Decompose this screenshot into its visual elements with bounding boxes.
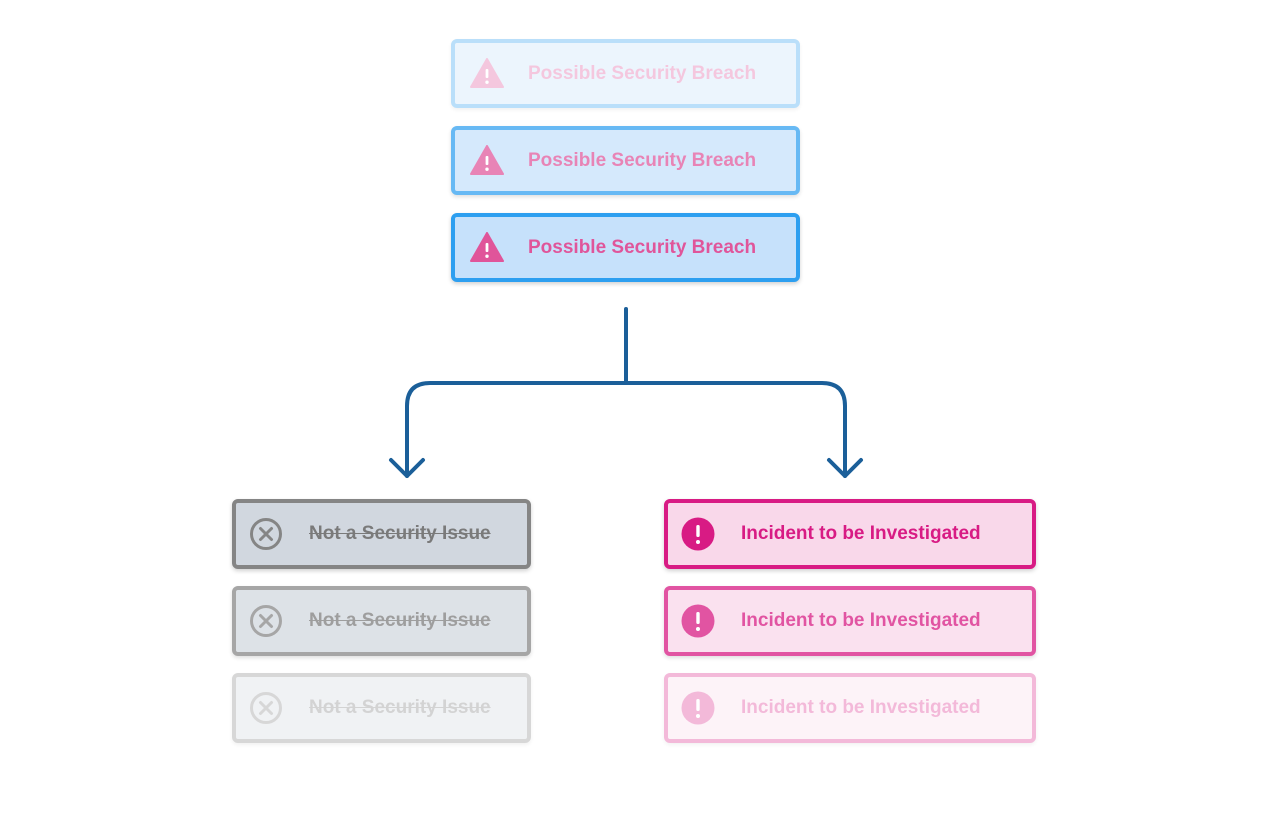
arrowhead-left xyxy=(389,458,425,478)
arrowhead-right xyxy=(827,458,863,478)
breach-card[interactable]: Possible Security Breach xyxy=(451,39,800,108)
breach-card-label: Possible Security Breach xyxy=(528,236,757,258)
exclamation-circle-icon xyxy=(681,604,715,638)
not-security-issue-label: Not a Security Issue xyxy=(309,697,491,718)
not-security-issue-card[interactable]: Not a Security Issue xyxy=(232,586,531,656)
not-security-issue-label: Not a Security Issue xyxy=(309,610,491,631)
incident-card-label: Incident to be Investigated xyxy=(741,523,981,544)
exclamation-circle-icon xyxy=(681,691,715,725)
incident-card-label: Incident to be Investigated xyxy=(741,697,981,718)
incident-card[interactable]: Incident to be Investigated xyxy=(664,673,1036,743)
incident-card[interactable]: Incident to be Investigated xyxy=(664,499,1036,569)
connector-left-branch xyxy=(405,381,628,478)
not-security-issue-card[interactable]: Not a Security Issue xyxy=(232,499,531,569)
incident-card-label: Incident to be Investigated xyxy=(741,610,981,631)
not-security-issue-label: Not a Security Issue xyxy=(309,523,491,544)
incident-card[interactable]: Incident to be Investigated xyxy=(664,586,1036,656)
breach-card-label: Possible Security Breach xyxy=(528,62,757,84)
warning-triangle-icon xyxy=(470,230,504,264)
x-circle-icon xyxy=(249,517,283,551)
breach-card[interactable]: Possible Security Breach xyxy=(451,213,800,282)
not-security-issue-card[interactable]: Not a Security Issue xyxy=(232,673,531,743)
breach-card-label: Possible Security Breach xyxy=(528,149,757,171)
exclamation-circle-icon xyxy=(681,517,715,551)
breach-card[interactable]: Possible Security Breach xyxy=(451,126,800,195)
warning-triangle-icon xyxy=(470,143,504,177)
connector-right-branch xyxy=(624,381,847,478)
warning-triangle-icon xyxy=(470,56,504,90)
x-circle-icon xyxy=(249,604,283,638)
x-circle-icon xyxy=(249,691,283,725)
